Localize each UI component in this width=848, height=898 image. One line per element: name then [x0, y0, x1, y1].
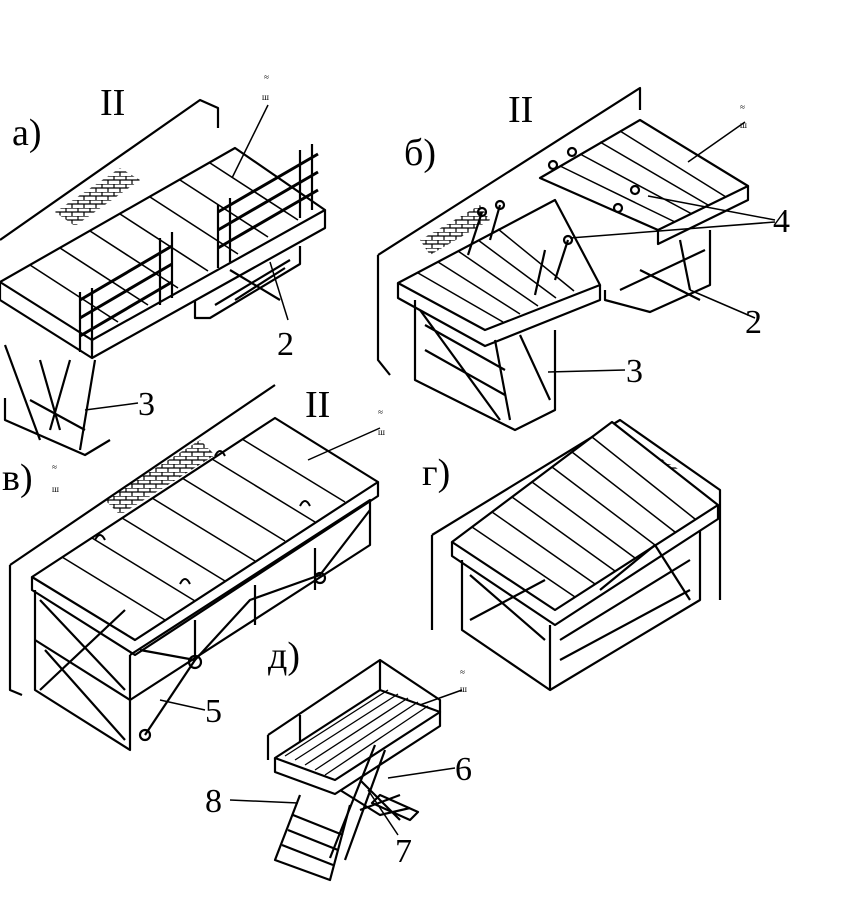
leader-3 [547, 369, 626, 373]
support-frame-3 [3, 344, 111, 457]
panel-d-marker: ш [460, 684, 467, 694]
wall [430, 418, 722, 630]
panel-b-marker: ш [740, 120, 747, 130]
panel-b-callout-2: 2 [745, 304, 762, 341]
panel-v-marker-2: ш [52, 484, 59, 494]
panel-b-callout-4: 4 [773, 203, 790, 240]
panel-g-letter: г) [422, 452, 450, 494]
panel-v-marker: ш [378, 427, 385, 437]
frame [460, 530, 702, 692]
panel-b-letter: б) [404, 132, 436, 174]
wall [8, 384, 276, 697]
wall [376, 86, 642, 376]
support-frame-2 [603, 230, 712, 314]
panel-v-letter: в) [2, 457, 33, 499]
scissor-legs [328, 744, 411, 861]
panel-a [0, 98, 327, 457]
marker-v-arrow: ≈ [378, 407, 383, 417]
panel-v [8, 384, 381, 752]
panel-d-letter: д) [268, 635, 300, 677]
panel-v-callout-5: 5 [205, 693, 222, 730]
panel-b-callout-3: 3 [626, 353, 643, 390]
guard-rail-back [216, 144, 319, 268]
panel-b-floor: II [508, 89, 533, 131]
marker-v2-arrow: ≈ [52, 462, 57, 472]
brick-pattern [55, 168, 140, 226]
leader-marker-b [687, 121, 746, 163]
panel-a-callout-2: 2 [277, 326, 294, 363]
guard-rail-front [78, 232, 174, 352]
leader-4a [647, 195, 776, 221]
leader-5 [159, 699, 206, 711]
panel-g [430, 418, 722, 692]
panel-a-callout-3: 3 [138, 386, 155, 423]
leader-2 [689, 289, 756, 319]
truss-frame [33, 498, 372, 752]
panel-d-callout-8: 8 [205, 783, 222, 820]
leader-4b [569, 221, 776, 239]
support-frame-3 [413, 300, 557, 432]
leader-marker-a [231, 104, 269, 179]
support-frame-2 [193, 246, 302, 320]
panel-d-callout-6: 6 [455, 751, 472, 788]
leader-6 [387, 767, 456, 779]
leader-3 [84, 402, 139, 411]
panel-a-letter: а) [12, 112, 42, 154]
panel-v-floor: II [305, 384, 330, 426]
ladder [273, 794, 352, 882]
marker-d-arrow: ≈ [460, 667, 465, 677]
slings [466, 146, 641, 296]
wall [0, 98, 220, 241]
panel-b [376, 86, 776, 432]
leader-marker-d [419, 689, 463, 706]
leader-2 [269, 261, 289, 321]
marker-a-arrow: ≈ [264, 72, 269, 82]
panel-d [229, 658, 463, 882]
panel-a-marker: ш [262, 92, 269, 102]
brick-pattern [420, 205, 490, 255]
brick-pattern [105, 440, 215, 515]
upper-deck [538, 118, 750, 232]
leader-8 [229, 799, 299, 804]
hooks [94, 450, 311, 585]
railing [266, 658, 442, 760]
marker-b-arrow: ≈ [740, 102, 745, 112]
lower-deck [396, 198, 602, 332]
panel-d-callout-7: 7 [395, 833, 412, 870]
panel-a-floor: II [100, 82, 125, 124]
leader-7 [367, 789, 399, 836]
leader-marker-v [307, 427, 381, 461]
